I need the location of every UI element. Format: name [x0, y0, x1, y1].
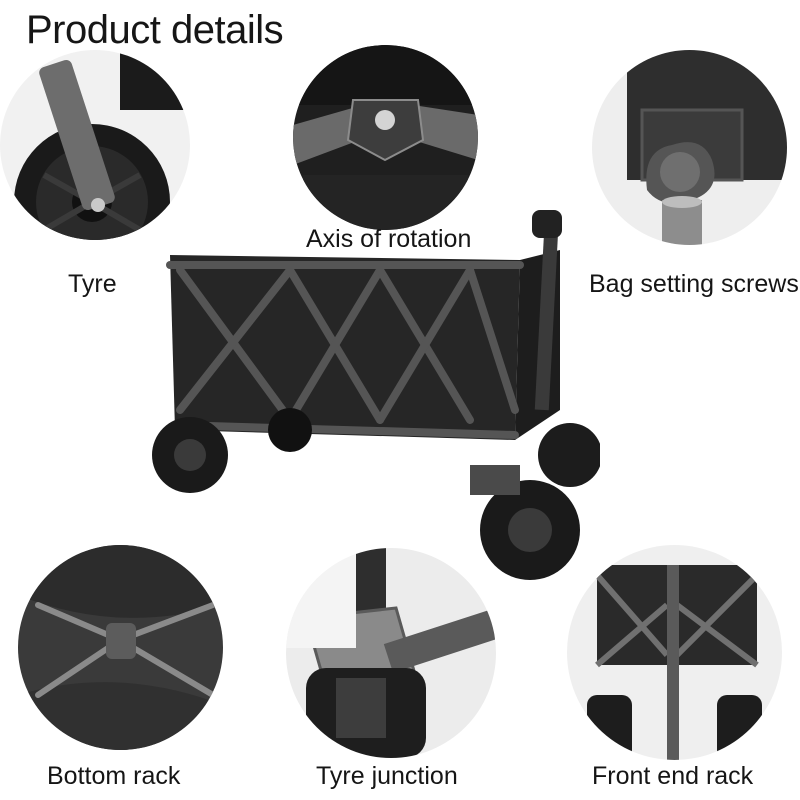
bag-setting-screws-image — [592, 50, 787, 245]
axis-of-rotation-label: Axis of rotation — [306, 225, 472, 253]
tyre-label: Tyre — [68, 270, 117, 298]
wagon-main-image — [140, 210, 600, 590]
bottom-rack-label: Bottom rack — [47, 762, 181, 790]
bag-setting-screws-label: Bag setting screws — [589, 270, 799, 298]
bottom-rack-image — [18, 545, 223, 750]
tyre-junction-image — [286, 548, 496, 758]
axis-of-rotation-image — [293, 45, 478, 230]
tyre-junction-label: Tyre junction — [316, 762, 458, 790]
tyre-detail-image — [0, 50, 190, 240]
front-end-rack-label: Front end rack — [592, 762, 754, 790]
page-title: Product details — [26, 8, 284, 52]
front-end-rack-image — [567, 545, 782, 760]
